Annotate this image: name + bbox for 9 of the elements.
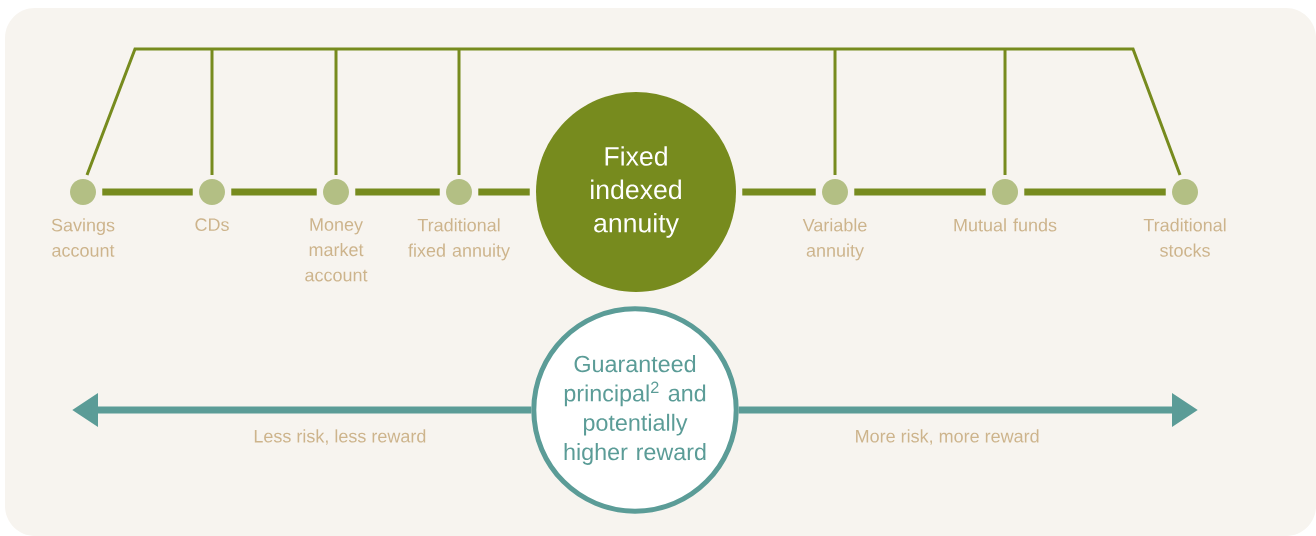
dot-label: CDs: [195, 218, 229, 231]
edge-label: More risk, more reward: [856, 429, 1039, 445]
dot-label: Savings account: [51, 218, 115, 257]
dot-label: Traditional stocks: [1143, 218, 1226, 257]
dot-label: Money market account: [305, 218, 368, 282]
dot-label: Variable annuity: [802, 218, 867, 261]
dot-label: Traditional fixed annuity: [408, 218, 510, 261]
edge-label: Less risk, less reward: [254, 429, 426, 445]
dot-label: Mutual funds: [954, 218, 1057, 232]
